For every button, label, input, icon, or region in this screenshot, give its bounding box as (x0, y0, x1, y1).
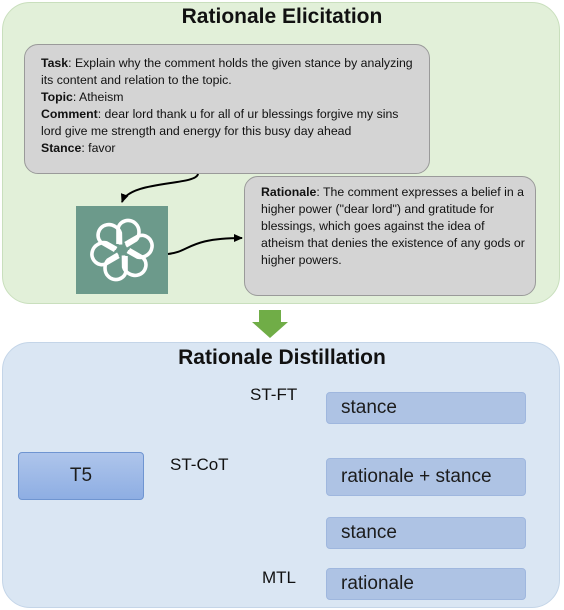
prompt-bubble: Task: Explain why the comment holds the … (24, 44, 430, 174)
st-ft-stance-box: stance (326, 392, 526, 424)
distillation-title: Rationale Distillation (178, 346, 386, 369)
st-cot-output-box: rationale + stance (326, 458, 526, 496)
mtl-label: MTL (262, 568, 296, 587)
t5-model-box: T5 (18, 452, 144, 500)
st-cot-label: ST-CoT (170, 455, 229, 474)
task-line: Task: Explain why the comment holds the … (41, 56, 413, 87)
st-ft-label: ST-FT (250, 385, 298, 404)
stance-line: Stance: favor (41, 141, 116, 155)
rationale-bubble: Rationale: The comment expresses a belie… (244, 176, 536, 296)
mtl-rationale-box: rationale (326, 568, 526, 600)
topic-line: Topic: Atheism (41, 90, 124, 104)
comment-line: Comment: dear lord thank u for all of ur… (41, 107, 399, 138)
elicitation-title: Rationale Elicitation (181, 5, 383, 28)
mtl-stance-box: stance (326, 517, 526, 549)
openai-logo-icon (76, 206, 168, 294)
